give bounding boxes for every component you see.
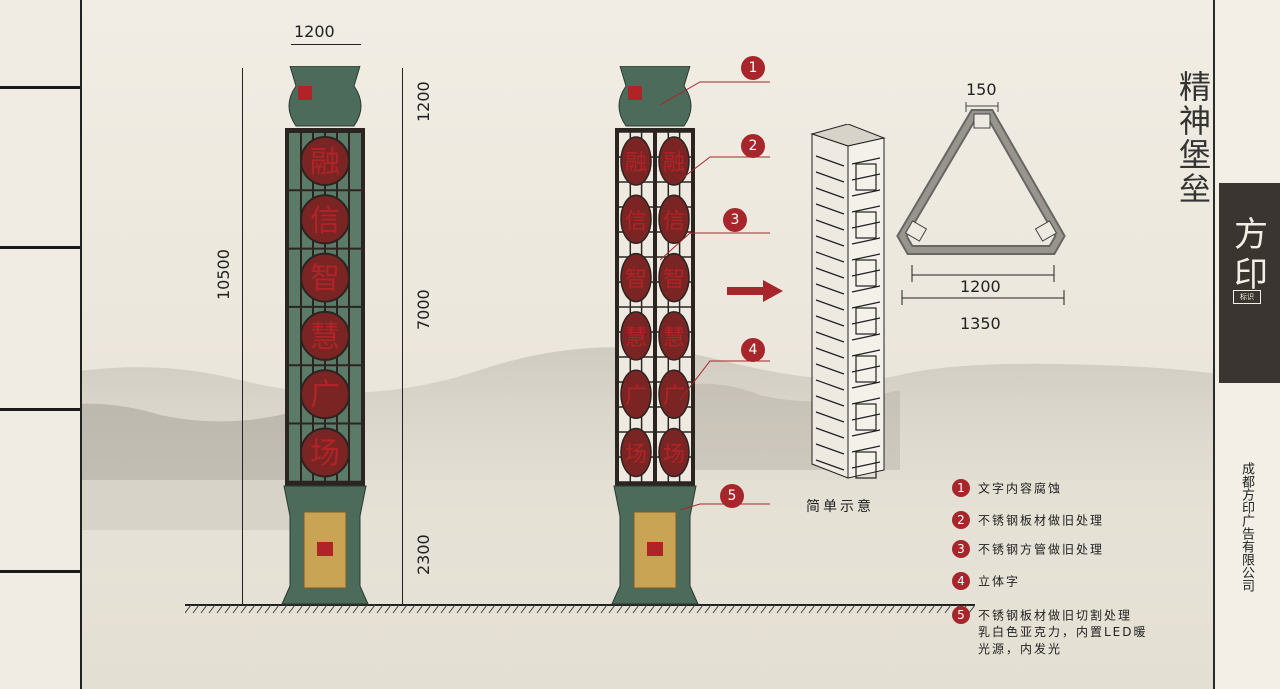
prism-illustration (810, 124, 886, 479)
medallion (658, 311, 690, 361)
pillar-character: 广 (663, 384, 685, 409)
callout-5: 5 (720, 484, 744, 508)
left-frame-line (0, 570, 80, 573)
pillar-character: 广 (310, 378, 340, 413)
medallion (300, 194, 350, 245)
pillar-character: 广 (625, 384, 647, 409)
medallion (300, 136, 350, 186)
medallion (658, 369, 690, 419)
medallion (658, 252, 690, 303)
legend-text: 立体字 (978, 574, 1021, 589)
pillar-character: 慧 (663, 326, 685, 351)
pillar-character: 信 (625, 209, 647, 234)
dim-tri-outer: 1350 (960, 314, 1001, 333)
legend-item: 2 不锈钢板材做旧处理 (952, 511, 1104, 529)
legend-text: 文字内容腐蚀 (978, 481, 1063, 496)
callout-2: 2 (741, 134, 765, 158)
pillar-character: 场 (310, 437, 340, 472)
dim-base-height: 2300 (414, 534, 433, 575)
company-name: 成都方印广告有限公司 (1239, 462, 1254, 592)
legend-number: 2 (952, 511, 970, 529)
pillar-detail: 融融信信智智慧慧广广场场 (611, 66, 699, 605)
pillar-character: 信 (310, 203, 340, 238)
ground-line (185, 604, 975, 606)
dim-top-height: 1200 (414, 81, 433, 122)
dim-line (242, 68, 243, 604)
medallion (620, 252, 652, 303)
legend-text-line: 光源，内发光 (978, 642, 1063, 656)
legend-text: 不锈钢板材做旧处理 (978, 513, 1105, 528)
dim-body-height: 7000 (414, 289, 433, 330)
legend-item: 4 立体字 (952, 572, 1020, 590)
legend-number: 1 (952, 479, 970, 497)
dim-total-height: 10500 (214, 249, 233, 300)
left-frame-line (0, 86, 80, 89)
legend-text: 不锈钢板材做旧切割处理 (978, 608, 1133, 623)
legend-item: 1 文字内容腐蚀 (952, 479, 1062, 497)
pillar-character: 场 (625, 443, 647, 468)
pillar-character: 慧 (625, 326, 647, 351)
arrow-icon (727, 280, 783, 302)
left-frame-line (0, 246, 80, 249)
pillar-character: 信 (663, 209, 685, 234)
brand-seal-text: 方印 (1234, 215, 1268, 295)
brand-seal-block (1219, 183, 1280, 383)
callout-4: 4 (741, 338, 765, 362)
medallion (300, 310, 350, 361)
dim-line (402, 68, 403, 604)
pillar-character: 融 (310, 145, 340, 180)
triangle-plan (896, 102, 1066, 305)
dim-top-width: 1200 (294, 22, 335, 41)
medallion (620, 311, 652, 361)
medallion (620, 136, 652, 186)
legend-item: 5 不锈钢板材做旧切割处理 (952, 606, 1132, 624)
medallion (300, 427, 350, 478)
medallion (658, 194, 690, 245)
pillar-character: 融 (625, 151, 647, 176)
medallion (620, 369, 652, 419)
pillar-character: 慧 (310, 320, 340, 355)
medallion (620, 194, 652, 245)
left-frame-line (0, 408, 80, 411)
legend-text-line: 乳白色亚克力，内置LED暖 (978, 625, 1148, 639)
pillar-elevation (281, 66, 369, 605)
pillar-character: 智 (663, 268, 685, 293)
medallion (300, 369, 350, 420)
legend-item: 3 不锈钢方管做旧处理 (952, 540, 1104, 558)
callout-3: 3 (723, 208, 747, 232)
dim-tri-top: 150 (966, 80, 997, 99)
brand-seal-tag: 标识 (1233, 290, 1261, 304)
prism-caption: 简单示意 (806, 499, 874, 515)
pillar-character: 融 (663, 151, 685, 176)
page-title: 精神堡垒 (1174, 70, 1212, 206)
medallion (658, 136, 690, 186)
legend-number: 5 (952, 606, 970, 624)
medallion (300, 252, 350, 303)
legend-text: 不锈钢方管做旧处理 (978, 542, 1105, 557)
medallion (620, 427, 652, 478)
dim-tri-inner: 1200 (960, 277, 1001, 296)
pillar-character: 智 (310, 262, 340, 297)
pillar-character: 场 (663, 443, 685, 468)
legend-number: 3 (952, 540, 970, 558)
callout-1: 1 (741, 56, 765, 80)
medallion (658, 427, 690, 478)
dim-line (291, 44, 361, 45)
pillar-character: 智 (625, 268, 647, 293)
ground-hatch (185, 605, 975, 614)
legend-number: 4 (952, 572, 970, 590)
left-frame-panel (0, 0, 82, 689)
